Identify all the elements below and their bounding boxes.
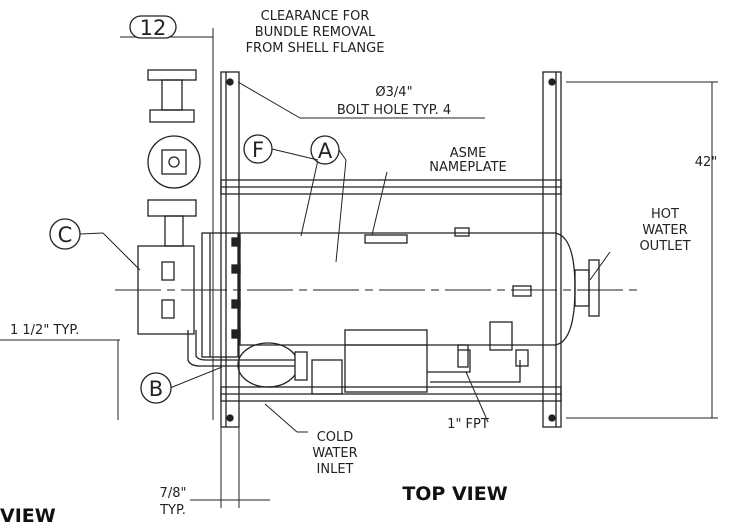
bolt-hole-br [548, 414, 556, 422]
cold-inlet-label-3: INLET [317, 462, 354, 477]
bolt-note: BOLT HOLE TYP. 4 [337, 103, 451, 118]
hot-outlet-flange [574, 269, 590, 307]
hot-outlet-label-3: OUTLET [639, 239, 690, 254]
bolt-hole-tl [226, 78, 234, 86]
bubble-f-label: F [252, 138, 264, 162]
cold-inlet-valve [237, 342, 299, 388]
nameplate-label-2: NAMEPLATE [429, 160, 506, 175]
relief-valve [489, 321, 513, 351]
cut-view-title: VIEW [0, 505, 56, 524]
bottom-dim-2: TYP. [159, 503, 186, 518]
cold-inlet-label-2: WATER [312, 446, 357, 461]
hot-outlet-label-2: WATER [642, 223, 687, 238]
bubble-a-label: A [318, 139, 333, 163]
view-title: TOP VIEW [402, 483, 507, 505]
asme-nameplate [364, 234, 408, 244]
bolt-diameter: Ø3/4" [375, 85, 412, 100]
side-dim: 1 1/2" TYP. [10, 323, 79, 338]
pump-assembly [344, 329, 428, 393]
clearance-dim: 12 [140, 16, 167, 40]
clearance-note-1: CLEARANCE FOR [261, 9, 370, 24]
clearance-dim-box [129, 15, 177, 39]
shell-flange [201, 232, 239, 358]
bubble-b-label: B [149, 377, 163, 401]
valve-body [147, 135, 201, 189]
left-frame-channel [220, 71, 240, 428]
shell-body [239, 232, 576, 346]
clearance-note-3: FROM SHELL FLANGE [246, 41, 385, 56]
cold-inlet-label-1: COLD [317, 430, 354, 445]
top-pipe-flange [147, 69, 197, 81]
clearance-note-2: BUNDLE REMOVAL [255, 25, 376, 40]
nameplate-label-1: ASME [450, 146, 487, 161]
fpt-label: 1" FPT [447, 417, 489, 432]
hot-outlet-label-1: HOT [651, 207, 679, 222]
bolt-hole-tr [548, 78, 556, 86]
bubble-b [140, 372, 172, 404]
height-dim: 42" [695, 155, 718, 170]
bubble-c-label: C [58, 223, 73, 247]
bolt-hole-bl [226, 414, 234, 422]
bottom-dim-1: 7/8" [160, 486, 187, 501]
right-frame-channel [542, 71, 562, 428]
